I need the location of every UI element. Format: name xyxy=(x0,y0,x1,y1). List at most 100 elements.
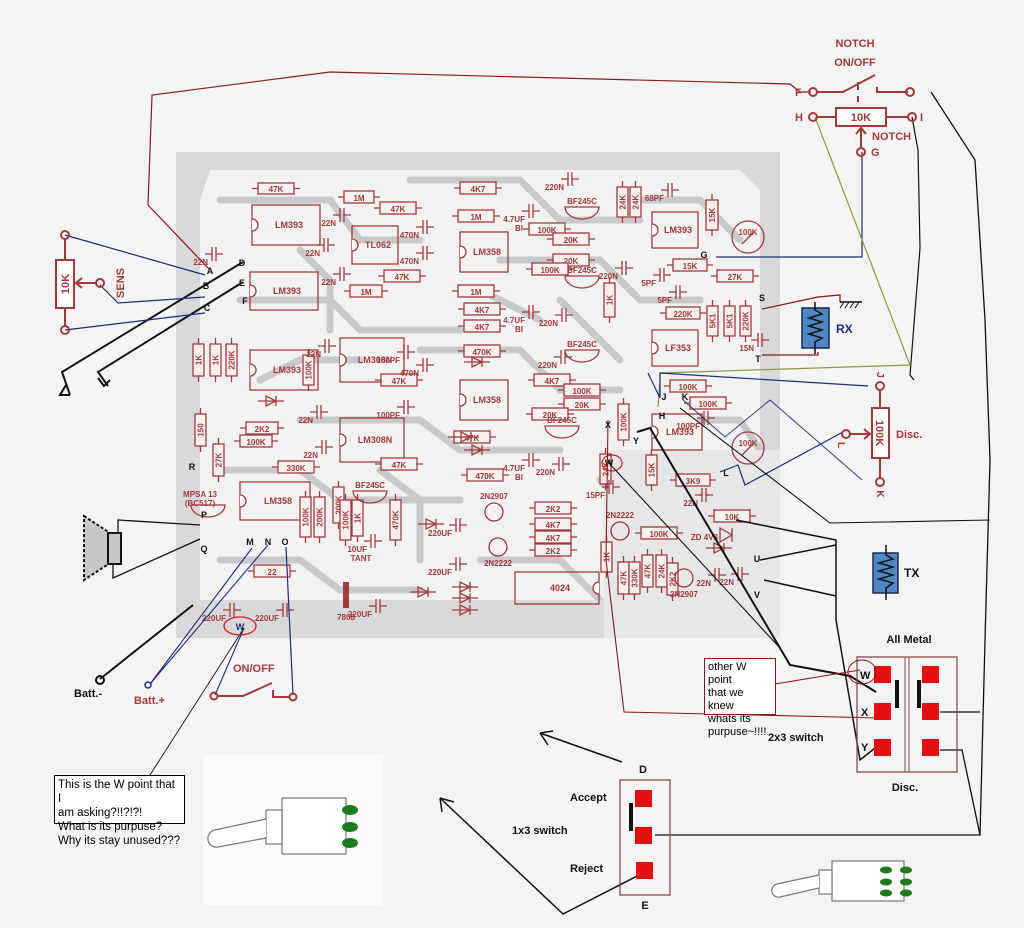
rx-coil: RX xyxy=(801,301,862,354)
transistor xyxy=(484,502,504,522)
component-label: 20K xyxy=(543,411,558,420)
component-label: 4.7UF xyxy=(503,316,525,325)
pcb-trace xyxy=(216,196,424,244)
pcb-trace xyxy=(216,556,424,594)
wire-o-switch xyxy=(285,546,294,696)
component-label: 100K xyxy=(649,530,668,539)
capacitor xyxy=(205,247,223,261)
component-label: 22N xyxy=(298,416,313,425)
power-switch-label: ON/OFF xyxy=(233,663,275,675)
ic-label: 4024 xyxy=(550,583,570,593)
external-wires xyxy=(58,71,991,915)
batt-plus-label: Batt.+ xyxy=(134,695,165,707)
component-label: 22 xyxy=(268,568,277,577)
sens-control: 10K SENS xyxy=(55,230,127,335)
component-label: 1M xyxy=(470,213,481,222)
component-label: 100PF xyxy=(676,422,700,431)
diode xyxy=(452,580,478,594)
switch-pad-common xyxy=(635,827,652,844)
switch-pad-x xyxy=(874,703,891,720)
wire-w xyxy=(607,461,781,649)
component-label: 2N2907 xyxy=(480,492,509,501)
note-line: am asking?!!?!?! xyxy=(58,807,143,819)
component-label: 22N xyxy=(321,219,336,228)
pcb-point-m: M xyxy=(246,537,254,547)
component-label: 20K xyxy=(575,401,590,410)
tx-label: TX xyxy=(904,566,919,580)
switch-row-x: X xyxy=(861,707,869,719)
component-label: BF245C xyxy=(567,197,597,206)
terminal-l-label: L xyxy=(835,442,846,448)
diode xyxy=(258,394,284,408)
pcb-trace xyxy=(296,416,564,454)
component-label: 470N xyxy=(400,257,419,266)
accept-label: Accept xyxy=(570,792,607,804)
capacitor xyxy=(315,440,333,454)
component-label: 47K xyxy=(620,570,629,585)
component-label: 22N xyxy=(696,579,711,588)
switch-1x3-top: D xyxy=(639,764,647,776)
component-label: 5PF xyxy=(641,279,656,288)
pcb-point-p: P xyxy=(201,510,207,520)
component-label: 2N2222 xyxy=(484,559,513,568)
note-line: that we knew xyxy=(708,687,744,712)
batt-plus-terminal xyxy=(144,681,152,689)
component-label: 470N xyxy=(400,369,419,378)
regulator xyxy=(343,582,349,608)
component-label: 4.7UF xyxy=(503,464,525,473)
diode xyxy=(453,430,479,444)
component-label: BF245C xyxy=(355,481,385,490)
component-label: 100K xyxy=(246,438,265,447)
w-point-highlight-2 xyxy=(847,659,877,685)
component-label: 330K xyxy=(631,568,640,587)
note-line: purpuse~!!!! xyxy=(708,726,767,738)
component-label: 100K xyxy=(302,507,311,526)
pcb-point-c: C xyxy=(204,303,211,313)
pcb-point-n: N xyxy=(265,537,272,547)
pcb-point-a: A xyxy=(207,266,214,276)
capacitor xyxy=(552,457,570,471)
wire-sens-a xyxy=(64,234,206,276)
ic-label: LM393 xyxy=(273,365,301,375)
pcb-point-g: G xyxy=(700,250,707,260)
pcb-trace xyxy=(406,176,644,224)
pcb-trace xyxy=(236,296,464,334)
component-label: 220UF xyxy=(202,614,226,623)
switch-pad-w xyxy=(874,666,891,683)
transistor xyxy=(488,537,508,557)
component-label: BI xyxy=(515,325,523,334)
component-label: 24K xyxy=(632,194,641,209)
capacitor xyxy=(317,238,335,252)
switch-2x3-bottom: Disc. xyxy=(892,782,918,794)
component-label: 22N xyxy=(683,499,698,508)
pcb-components: LM393LM393TL062LM358LM393LM308NLM308NLM3… xyxy=(183,172,769,623)
capacitor xyxy=(522,305,540,319)
toggle-switch-1x3-icon xyxy=(203,755,383,905)
component-label: 47K xyxy=(644,563,653,578)
component-label: 15N xyxy=(739,344,754,353)
component-label: 220N xyxy=(536,468,555,477)
component-label: 5K1 xyxy=(726,313,735,328)
component-label: 1M xyxy=(470,288,481,297)
transistor xyxy=(610,521,630,541)
pcb-labels xyxy=(601,454,623,472)
terminal-h xyxy=(808,112,818,122)
component-label: MPSA 13 xyxy=(183,490,217,499)
component-label: 22N xyxy=(305,249,320,258)
capacitor xyxy=(310,405,328,419)
wire-notch-i xyxy=(909,116,921,381)
component-label: 100K xyxy=(342,510,351,529)
terminal-g xyxy=(856,147,866,157)
notch-title-2: ON/OFF xyxy=(834,57,876,69)
component-label: 100PF xyxy=(376,411,400,420)
component-label: 4K7 xyxy=(475,306,490,315)
component-label: 2N2222 xyxy=(606,511,635,520)
component-label: BF245C xyxy=(567,266,597,275)
component-label: 220UF xyxy=(428,529,452,538)
component-label: 2N2907 xyxy=(670,590,699,599)
reject-label: Reject xyxy=(570,863,603,875)
zener-diode xyxy=(719,526,734,544)
component-label: 47K xyxy=(395,273,410,282)
terminal-f-label: F xyxy=(795,87,802,99)
